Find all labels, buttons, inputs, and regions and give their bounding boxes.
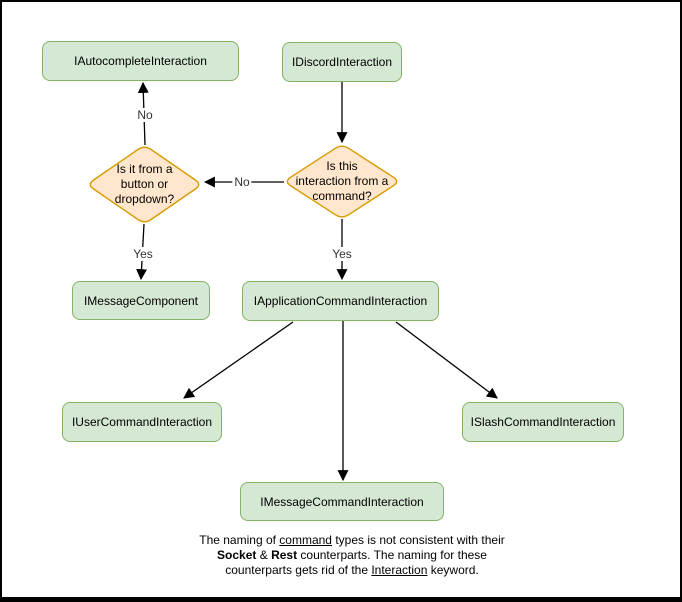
caption-line-1: The naming of command types is not consi… [199, 533, 505, 547]
edge-label-no-top: No [135, 108, 155, 122]
edge-label-yes-right: Yes [330, 247, 354, 261]
decision-button-or-dropdown: Is it from a button or dropdown? [87, 145, 202, 224]
edge-label-no-left: No [232, 175, 252, 189]
node-autocomplete-interaction: IAutocompleteInteraction [42, 41, 239, 81]
caption-line-2: Socket & Rest counterparts. The naming f… [217, 548, 487, 562]
node-slash-command-interaction: ISlashCommandInteraction [462, 402, 624, 442]
node-user-command-interaction: IUserCommandInteraction [62, 402, 222, 442]
decision-from-command-label: Is this interaction from a command? [295, 159, 389, 203]
edge-app-to-slash-command [395, 321, 498, 399]
caption: The naming of command types is not consi… [152, 533, 552, 578]
node-discord-interaction: IDiscordInteraction [282, 42, 402, 82]
diamond-shape [286, 145, 398, 218]
caption-line-3: counterparts gets rid of the Interaction… [225, 563, 479, 577]
decision-button-or-dropdown-label: Is it from a button or dropdown? [114, 162, 175, 206]
node-message-command-interaction: IMessageCommandInteraction [240, 482, 444, 521]
edge-label-yes-left: Yes [131, 247, 155, 261]
diamond-shape [89, 146, 200, 223]
edge-app-to-user-command [183, 321, 294, 399]
node-application-command-interaction: IApplicationCommandInteraction [242, 281, 439, 321]
decision-from-command: Is this interaction from a command? [284, 144, 400, 219]
node-message-component: IMessageComponent [72, 281, 210, 320]
